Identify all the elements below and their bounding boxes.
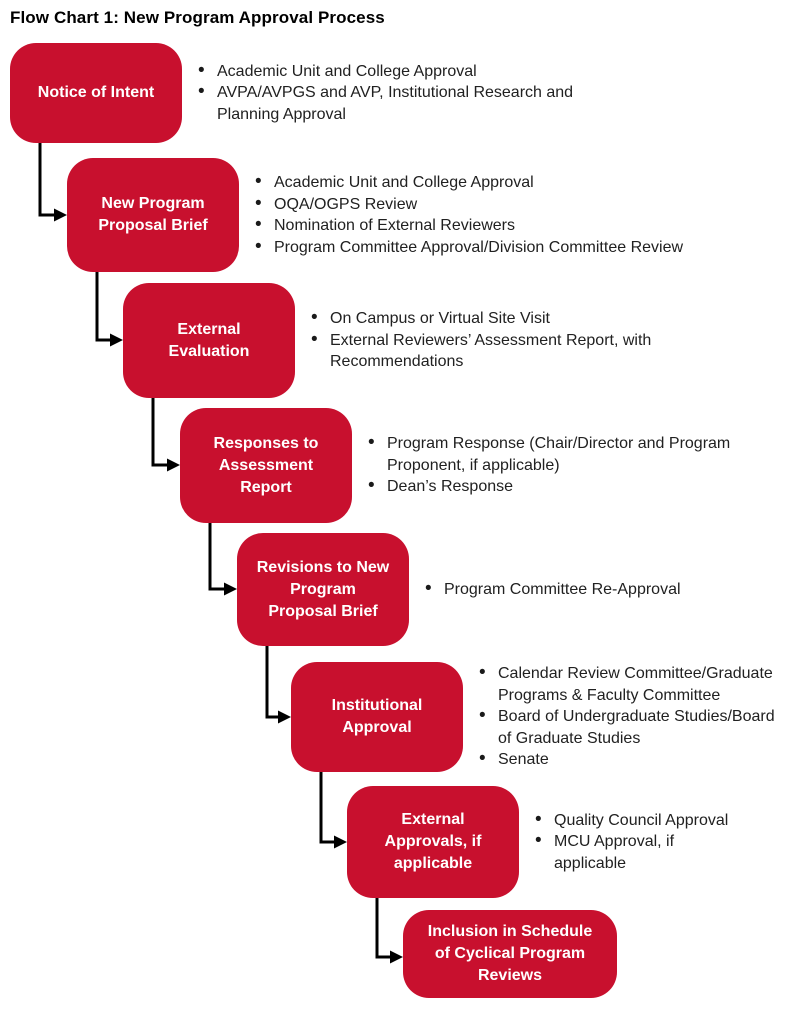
step-responses-to-assessment-report: Responses to Assessment Report Program R…	[180, 408, 730, 523]
step-revisions-to-new-program-proposal-brief-box: Revisions to New Program Proposal Brief	[237, 533, 409, 646]
bullet-item: Quality Council Approval	[533, 809, 728, 832]
step-external-approvals: External Approvals, if applicable Qualit…	[347, 786, 728, 898]
step-inclusion-in-schedule-box: Inclusion in Schedule of Cyclical Progra…	[403, 910, 617, 998]
step-new-program-proposal-brief: New Program Proposal Brief Academic Unit…	[67, 158, 683, 272]
step-label: Institutional Approval	[331, 697, 423, 736]
arrow-step5-to-step6	[265, 646, 291, 724]
step-external-approvals-bullets: Quality Council Approval MCU Approval, i…	[533, 809, 728, 875]
arrow-step2-to-step3	[95, 272, 123, 347]
step-revisions-to-new-program-proposal-brief: Revisions to New Program Proposal Brief …	[237, 533, 681, 646]
bullet-item: Academic Unit and College Approval	[253, 171, 683, 194]
chart-title: Flow Chart 1: New Program Approval Proce…	[10, 8, 385, 27]
step-external-approvals-box: External Approvals, if applicable	[347, 786, 519, 898]
bullet-item: Board of Undergraduate Studies/Board of …	[477, 705, 775, 749]
arrow-step7-to-step8	[375, 898, 403, 964]
bullet-item: AVPA/AVPGS and AVP, Institutional Resear…	[196, 81, 573, 125]
bullet-item: Program Committee Re-Approval	[423, 578, 681, 601]
step-external-evaluation-bullets: On Campus or Virtual Site Visit External…	[309, 307, 651, 373]
step-label: External Evaluation	[168, 320, 250, 360]
step-institutional-approval: Institutional Approval Calendar Review C…	[291, 662, 775, 772]
step-label: New Program Proposal Brief	[98, 195, 208, 234]
arrow-step1-to-step2	[38, 143, 67, 222]
step-inclusion-in-schedule: Inclusion in Schedule of Cyclical Progra…	[403, 910, 617, 998]
bullet-item: Program Response (Chair/Director and Pro…	[366, 432, 730, 476]
step-label: Inclusion in Schedule of Cyclical Progra…	[427, 923, 593, 984]
bullet-item: Academic Unit and College Approval	[196, 60, 573, 83]
step-responses-to-assessment-report-bullets: Program Response (Chair/Director and Pro…	[366, 432, 730, 498]
step-notice-of-intent-box: Notice of Intent	[10, 43, 182, 143]
arrow-step4-to-step5	[208, 523, 237, 596]
step-label: Notice of Intent	[37, 84, 155, 101]
bullet-item: On Campus or Virtual Site Visit	[309, 307, 651, 330]
step-external-evaluation: External Evaluation On Campus or Virtual…	[123, 283, 651, 398]
bullet-item: OQA/OGPS Review	[253, 193, 683, 216]
step-new-program-proposal-brief-box: New Program Proposal Brief	[67, 158, 239, 272]
step-label: External Approvals, if applicable	[384, 811, 482, 872]
bullet-item: External Reviewers’ Assessment Report, w…	[309, 329, 651, 373]
step-notice-of-intent: Notice of Intent Academic Unit and Colle…	[10, 43, 573, 143]
step-notice-of-intent-bullets: Academic Unit and College Approval AVPA/…	[196, 60, 573, 126]
step-external-evaluation-box: External Evaluation	[123, 283, 295, 398]
step-revisions-bullets: Program Committee Re-Approval	[423, 578, 681, 601]
bullet-item: Calendar Review Committee/Graduate Progr…	[477, 662, 775, 706]
step-label: Revisions to New Program Proposal Brief	[256, 558, 390, 620]
step-label: Responses to Assessment Report	[213, 434, 319, 496]
step-new-program-proposal-brief-bullets: Academic Unit and College Approval OQA/O…	[253, 171, 683, 259]
arrow-step6-to-step7	[319, 772, 347, 849]
step-institutional-approval-box: Institutional Approval	[291, 662, 463, 772]
bullet-item: Nomination of External Reviewers	[253, 214, 683, 237]
bullet-item: Program Committee Approval/Division Comm…	[253, 236, 683, 259]
step-institutional-approval-bullets: Calendar Review Committee/Graduate Progr…	[477, 662, 775, 771]
arrow-step3-to-step4	[151, 398, 180, 472]
bullet-item: Dean’s Response	[366, 475, 730, 498]
bullet-item: Senate	[477, 748, 775, 771]
bullet-item: MCU Approval, if applicable	[533, 830, 728, 874]
step-responses-to-assessment-report-box: Responses to Assessment Report	[180, 408, 352, 523]
